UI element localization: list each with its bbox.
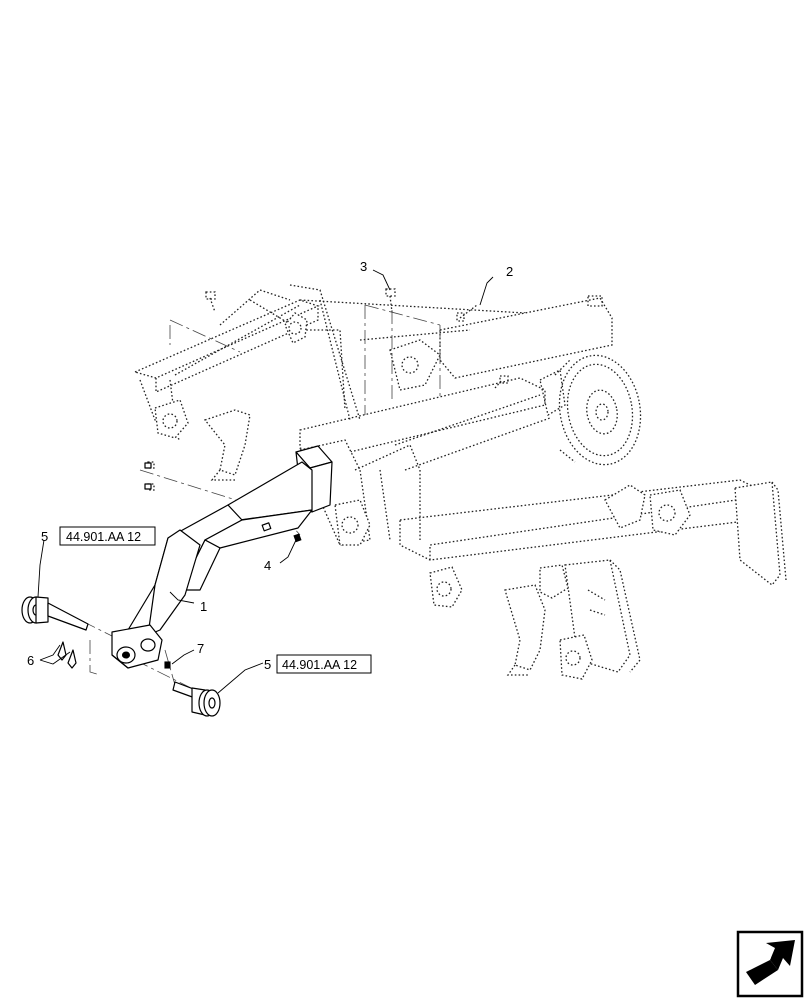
callout-5-lower: 5 (264, 657, 271, 672)
main-arm-part (111, 445, 333, 669)
callout-2: 2 (506, 264, 513, 279)
upper-hardware (147, 288, 603, 491)
callout-6: 6 (27, 653, 34, 668)
reference-label-lower: 44.901.AA 12 (282, 658, 357, 672)
part5-hub-lower (172, 681, 221, 717)
shank-assemblies (154, 312, 691, 680)
part5-hub-upper (21, 596, 89, 631)
leader-lines (37, 269, 494, 694)
part6-pins (57, 641, 77, 669)
reference-box-lower[interactable]: 44.901.AA 12 (276, 654, 372, 674)
reference-box-upper[interactable]: 44.901.AA 12 (59, 526, 156, 546)
part7-fastener (164, 661, 171, 669)
part4-bolts (144, 462, 302, 543)
callout-7: 7 (197, 641, 204, 656)
reference-label-upper: 44.901.AA 12 (66, 530, 141, 544)
callout-5-upper: 5 (41, 529, 48, 544)
callouts: 1 2 3 4 5 5 6 7 (27, 259, 513, 672)
callout-1: 1 (200, 599, 207, 614)
frame-outline (133, 284, 787, 673)
next-page-arrow-icon[interactable] (736, 930, 804, 998)
callout-3: 3 (360, 259, 367, 274)
gauge-wheel (539, 354, 642, 466)
callout-4: 4 (264, 558, 271, 573)
